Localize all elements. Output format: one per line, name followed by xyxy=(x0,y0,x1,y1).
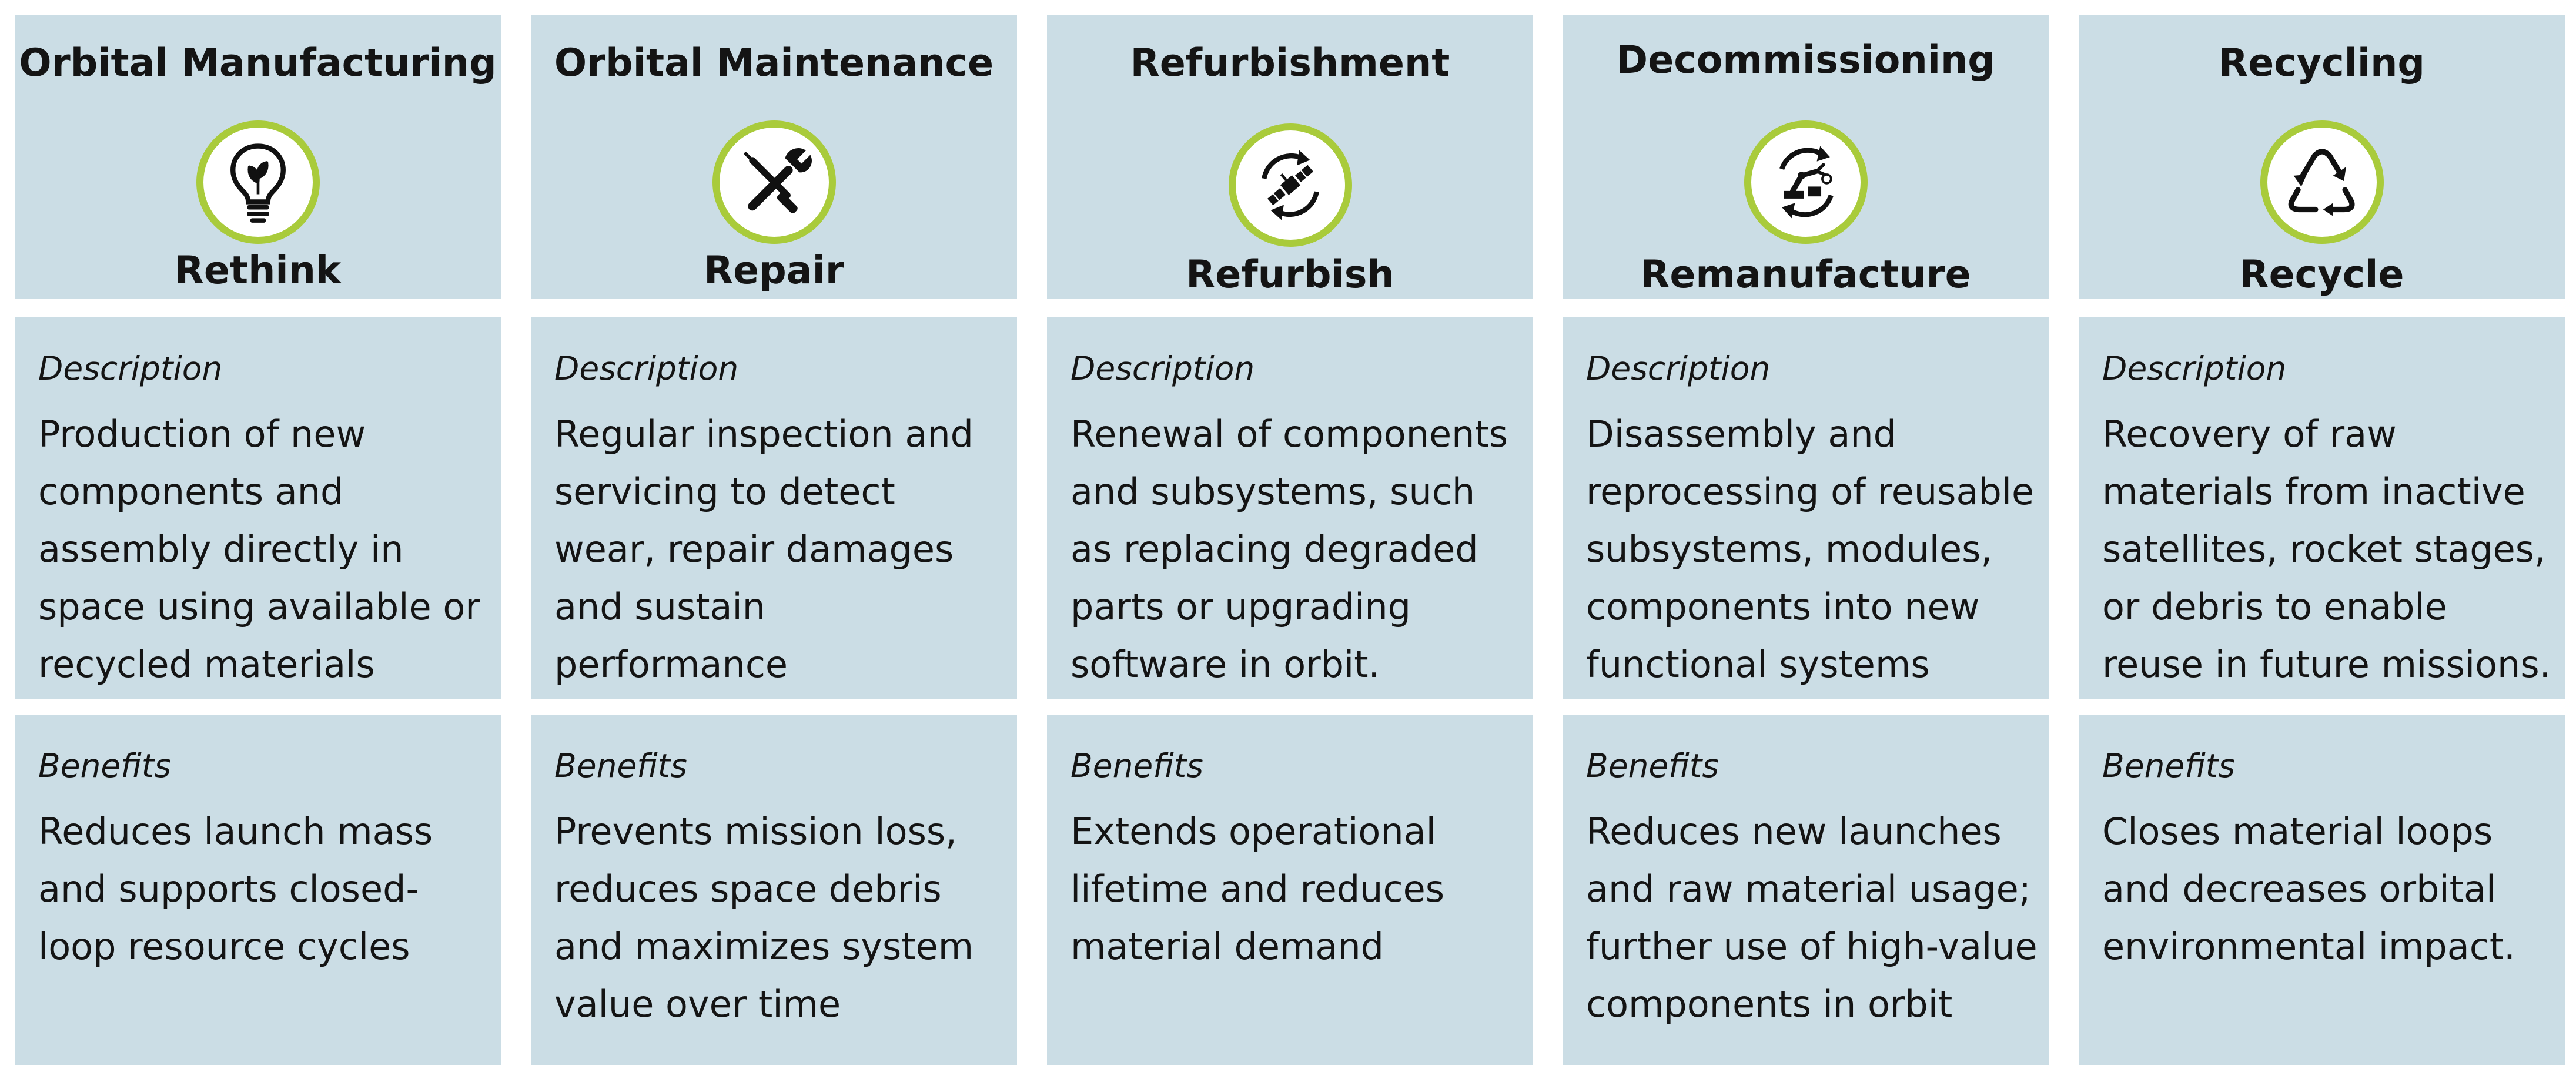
header-panel: Orbital Maintenance Repair xyxy=(531,15,1017,299)
satellite-cycle-icon xyxy=(1229,123,1352,247)
description-label: Description xyxy=(2102,350,2287,387)
description-panel: Description Renewal of components and su… xyxy=(1047,317,1533,699)
column-subtitle: Rethink xyxy=(174,249,342,293)
benefits-text: Prevents mission loss, reduces space deb… xyxy=(554,810,974,1026)
description-text: Production of new components and assembl… xyxy=(38,413,480,686)
column-subtitle: Repair xyxy=(704,249,844,293)
column-recycling: Recycling Recycle Description Recovery o… xyxy=(2079,0,2565,1079)
benefits-label: Benefits xyxy=(1070,747,1204,785)
column-title: Orbital Manufacturing xyxy=(19,41,497,85)
robot-arm-cycle-icon xyxy=(1744,120,1868,244)
benefits-label: Benefits xyxy=(554,747,688,785)
description-label: Description xyxy=(1070,350,1255,387)
column-orbital-maintenance: Orbital Maintenance Repair Description R… xyxy=(531,0,1017,1079)
column-title: Decommissioning xyxy=(1616,38,1995,82)
benefits-text: Reduces launch mass and supports closed-… xyxy=(38,810,433,968)
benefits-panel: Benefits Prevents mission loss, reduces … xyxy=(531,715,1017,1065)
column-orbital-manufacturing: Orbital Manufacturing Rethink Descriptio… xyxy=(15,0,501,1079)
benefits-label: Benefits xyxy=(38,747,172,785)
description-text: Regular inspection and servicing to dete… xyxy=(554,413,974,686)
benefits-panel: Benefits Extends operational lifetime an… xyxy=(1047,715,1533,1065)
description-text: Disassembly and reprocessing of reusable… xyxy=(1586,413,2035,686)
header-panel: Refurbishment Refu xyxy=(1047,15,1533,299)
description-text: Recovery of raw materials from inactive … xyxy=(2102,413,2551,686)
benefits-label: Benefits xyxy=(2102,747,2236,785)
wrench-screwdriver-icon xyxy=(712,120,836,244)
header-panel: Recycling Recycle xyxy=(2079,15,2565,299)
description-label: Description xyxy=(554,350,739,387)
lightbulb-leaf-icon xyxy=(196,120,320,244)
description-panel: Description Regular inspection and servi… xyxy=(531,317,1017,699)
recycle-icon xyxy=(2260,120,2384,244)
column-subtitle: Remanufacture xyxy=(1640,253,1971,297)
header-panel: Orbital Manufacturing Rethink xyxy=(15,15,501,299)
benefits-panel: Benefits Reduces launch mass and support… xyxy=(15,715,501,1065)
benefits-text: Closes material loops and decreases orbi… xyxy=(2102,810,2515,968)
description-text: Renewal of components and subsystems, su… xyxy=(1070,413,1508,686)
column-subtitle: Recycle xyxy=(2239,253,2404,297)
column-refurbishment: Refurbishment Refu xyxy=(1047,0,1533,1079)
description-label: Description xyxy=(38,350,223,387)
benefits-panel: Benefits Closes material loops and decre… xyxy=(2079,715,2565,1065)
column-decommissioning: Decommissioning Remanufacture xyxy=(1563,0,2049,1079)
benefits-panel: Benefits Reduces new launches and raw ma… xyxy=(1563,715,2049,1065)
column-title: Refurbishment xyxy=(1130,41,1450,85)
column-title: Orbital Maintenance xyxy=(554,41,994,85)
benefits-text: Extends operational lifetime and reduces… xyxy=(1070,810,1445,968)
description-panel: Description Recovery of raw materials fr… xyxy=(2079,317,2565,699)
description-label: Description xyxy=(1586,350,1771,387)
description-panel: Description Disassembly and reprocessing… xyxy=(1563,317,2049,699)
benefits-label: Benefits xyxy=(1586,747,1719,785)
column-title: Recycling xyxy=(2219,41,2425,85)
benefits-text: Reduces new launches and raw material us… xyxy=(1586,810,2038,1026)
header-panel: Decommissioning Remanufacture xyxy=(1563,15,2049,299)
description-panel: Description Production of new components… xyxy=(15,317,501,699)
column-subtitle: Refurbish xyxy=(1186,253,1394,297)
